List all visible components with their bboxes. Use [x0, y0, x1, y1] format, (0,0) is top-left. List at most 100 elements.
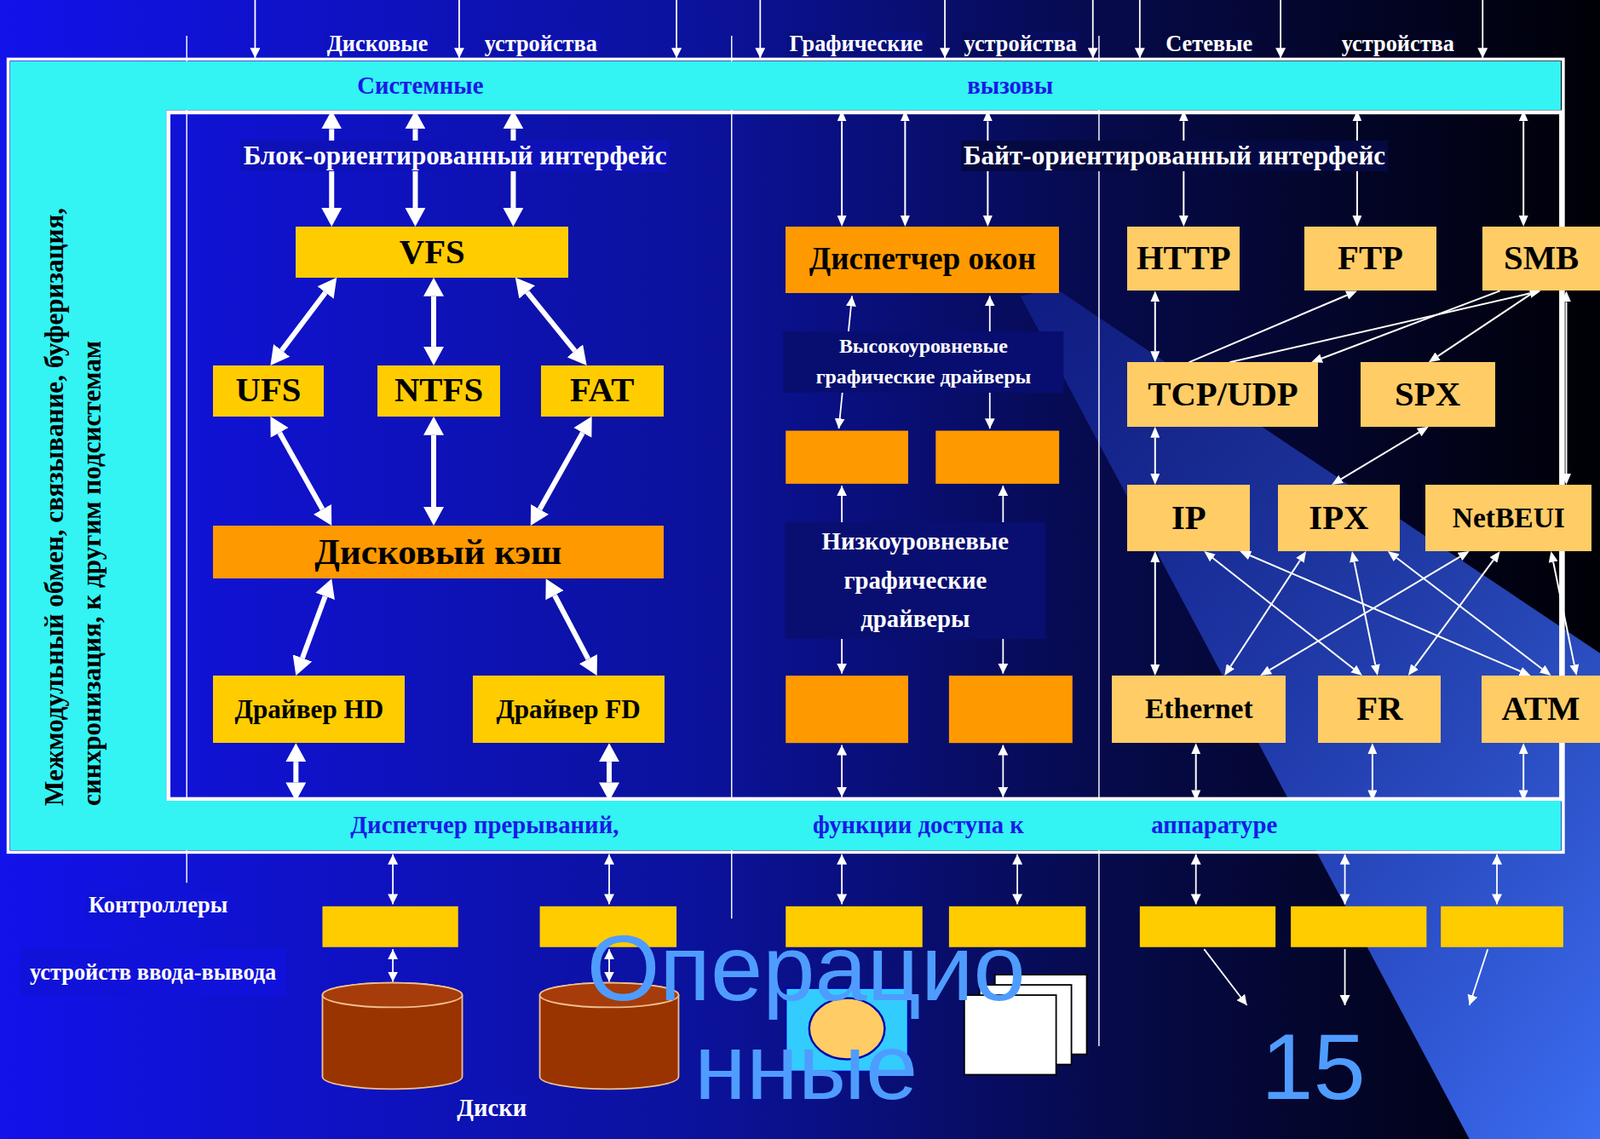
connector-arrow [1565, 301, 1567, 474]
input-arrow [759, 0, 761, 58]
subsystem-band: Диспетчер прерываний,функции доступа кап… [166, 800, 1561, 851]
network-arrow [1203, 949, 1247, 1006]
box-label: IPX [1308, 499, 1369, 538]
input-arrow [1092, 0, 1094, 58]
driver-box [785, 675, 909, 743]
connector-arrow [1371, 753, 1374, 790]
watermark: 15 [1260, 1017, 1366, 1117]
connector-arrow [431, 296, 437, 347]
subsystem-band: Межмодульный обмен, связывание, буфериза… [10, 61, 167, 851]
outer-frame [8, 58, 1564, 852]
box-label: SMB [1503, 239, 1579, 278]
module-box: SPX [1360, 362, 1496, 426]
controller-arrow [1195, 854, 1198, 905]
module-box: FAT [541, 365, 664, 417]
caption-label: устройства [482, 31, 600, 58]
module-box: Драйвер HD [212, 675, 405, 743]
box-label: Ethernet [1145, 693, 1254, 726]
caption-label: Низкоуровневые графические драйверы [785, 522, 1046, 639]
controller-box [1139, 906, 1276, 948]
light-beam [1020, 288, 1600, 1139]
input-arrow [1481, 0, 1484, 58]
module-box: NTFS [377, 365, 501, 417]
controller-arrow [840, 854, 843, 905]
column-divider [730, 35, 732, 919]
band-label: Межмодульный обмен, связывание, буфериза… [35, 132, 112, 806]
driver-arrow [1001, 745, 1004, 798]
box-label: FR [1356, 690, 1403, 729]
box-label: TCP/UDP [1147, 375, 1298, 415]
connector-arrow [1230, 560, 1301, 667]
module-box: Ethernet [1111, 675, 1286, 743]
caption-label: Байт-ориентированный интерфейс [961, 140, 1388, 172]
connector-arrow [1213, 558, 1354, 669]
module-box: FTP [1304, 226, 1438, 291]
box-label: VFS [399, 233, 466, 272]
connector-arrow [1522, 753, 1525, 790]
network-arrow [1344, 949, 1347, 1006]
input-arrow [943, 0, 946, 58]
disk-symbol [322, 983, 462, 1090]
driver-box [949, 675, 1073, 743]
connector-arrow [606, 761, 612, 783]
connector-arrow [1269, 557, 1460, 671]
column-divider [185, 35, 187, 883]
box-label: NetBEUI [1452, 502, 1566, 535]
connector-arrow [1341, 431, 1419, 479]
caption-label: Сетевые [1162, 31, 1255, 58]
box-label: Диспетчер окон [809, 241, 1036, 277]
controller-arrow [1344, 854, 1347, 905]
connector-arrow [1321, 290, 1500, 358]
caption-label: Графические [786, 31, 926, 58]
connector-arrow [282, 292, 326, 351]
module-box: TCP/UDP [1127, 362, 1318, 426]
column-divider [1098, 35, 1100, 1047]
module-box: UFS [212, 365, 323, 417]
module-box: IP [1127, 484, 1250, 552]
connector-arrow [527, 292, 576, 352]
caption-label: Контроллеры [86, 892, 231, 919]
box-label: Драйвер FD [495, 695, 640, 725]
box-label: HTTP [1136, 239, 1232, 278]
box-label: Драйвер HD [235, 695, 385, 725]
module-box: HTTP [1127, 226, 1240, 291]
input-arrow [675, 0, 678, 58]
caption-label: устройств ввода-вывода [20, 949, 286, 996]
connector-arrow [1154, 301, 1157, 352]
box-label: SPX [1394, 375, 1461, 415]
module-box: VFS [295, 226, 569, 278]
band-label: Диспетчер прерываний, [350, 811, 619, 840]
connector-arrow [1522, 120, 1525, 216]
controller-arrow [391, 854, 394, 905]
watermark: Операцио нные [530, 918, 1083, 1117]
driver-arrow [840, 745, 843, 798]
module-box: Драйвер FD [472, 675, 665, 743]
input-arrow [458, 0, 461, 58]
connector-arrow [279, 432, 323, 510]
controller-box [1440, 906, 1564, 948]
box-label: ATM [1502, 690, 1581, 729]
connector-arrow [1249, 555, 1520, 672]
module-box: Дисковый кэш [212, 525, 663, 579]
connector-arrow [903, 120, 906, 216]
connector-arrow [840, 120, 843, 216]
module-box: Диспетчер окон [785, 226, 1059, 294]
connector-arrow [1553, 562, 1575, 666]
box-label: FAT [569, 371, 634, 410]
caption-label: Высокоуровневые графические драйверы [782, 331, 1064, 393]
network-arrow [1469, 949, 1489, 1006]
controller-arrow [1016, 854, 1019, 905]
controller-box [1290, 906, 1427, 948]
connector-arrow [293, 761, 299, 783]
module-box: FR [1317, 675, 1441, 743]
band-label: Системные [356, 72, 484, 100]
driver-box [785, 431, 909, 484]
connector-arrow [1154, 437, 1157, 474]
inner-frame [168, 112, 1562, 800]
input-arrow [1139, 0, 1141, 58]
input-arrow [1279, 0, 1282, 58]
module-box: ATM [1481, 675, 1600, 743]
band-label: аппаратуре [1151, 811, 1278, 840]
box-label: Дисковый кэш [314, 531, 562, 572]
connector-arrow [554, 595, 588, 660]
